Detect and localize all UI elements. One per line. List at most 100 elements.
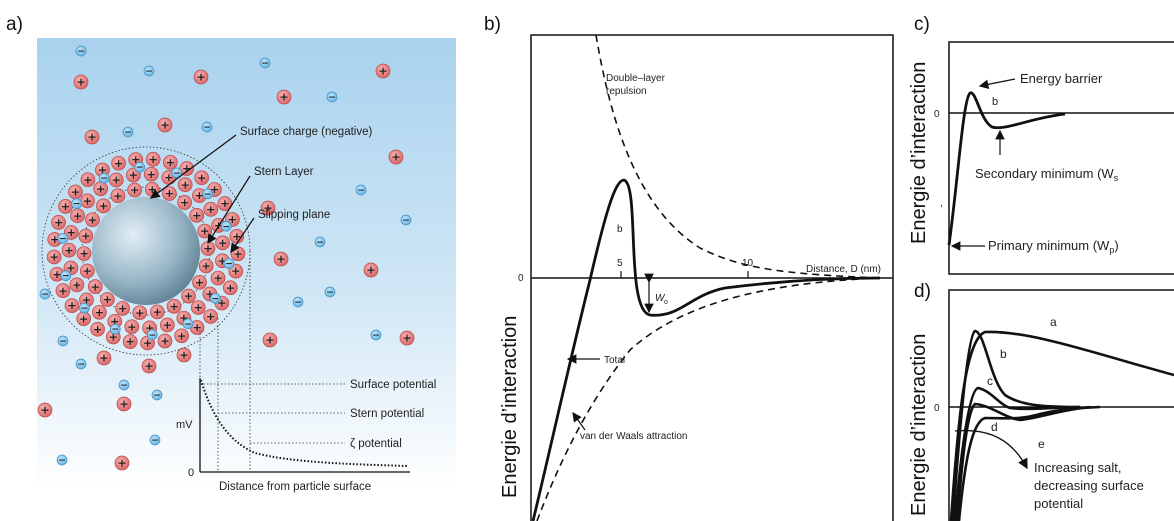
- slipping-plane-circle: [41, 146, 251, 356]
- positive-ion: +: [79, 263, 95, 279]
- svg-text:+: +: [197, 171, 206, 184]
- particle-sphere: [92, 197, 200, 305]
- positive-ion: +: [203, 202, 219, 217]
- svg-text:−: −: [151, 436, 159, 446]
- svg-text:−: −: [77, 47, 85, 57]
- negative-ion: −: [314, 236, 326, 248]
- positive-ion: +: [192, 274, 207, 290]
- svg-text:+: +: [192, 209, 201, 222]
- svg-text:+: +: [192, 321, 201, 334]
- svg-text:+: +: [67, 226, 76, 239]
- svg-text:−: −: [173, 169, 181, 179]
- positive-ion: +: [61, 242, 77, 258]
- positive-ion: +: [210, 270, 226, 286]
- svg-text:+: +: [95, 306, 104, 319]
- curve-c-label: c: [987, 374, 993, 388]
- potential-x-label: Distance from particle surface: [219, 481, 371, 493]
- svg-text:+: +: [144, 360, 153, 373]
- svg-text:−: −: [112, 325, 120, 335]
- svg-text:+: +: [83, 173, 92, 186]
- svg-text:+: +: [182, 162, 191, 175]
- svg-text:+: +: [88, 213, 97, 226]
- svg-text:−: −: [120, 381, 128, 391]
- svg-text:+: +: [232, 230, 241, 243]
- slipping-plane-arrow: [230, 217, 255, 253]
- positive-ion: +: [157, 333, 173, 349]
- positive-ion: +: [174, 328, 190, 344]
- double-layer-curve: [595, 34, 881, 279]
- positive-ion: +: [260, 200, 276, 216]
- energy-barrier-label: Energy barrier: [1020, 71, 1103, 86]
- potential-curve: [200, 379, 409, 467]
- panel-c: c) Energie d’interaction 0 , Energy barr…: [908, 14, 1174, 275]
- svg-text:+: +: [71, 186, 80, 199]
- svg-text:+: +: [205, 288, 214, 301]
- panel-b-tick-10-label: 10: [742, 258, 754, 269]
- panel-c-y-axis-label: Energie d’interaction: [908, 62, 930, 244]
- positive-ion: +: [157, 117, 173, 133]
- negative-ion: −: [324, 286, 336, 298]
- positive-ion: +: [181, 288, 196, 304]
- positive-ion: +: [100, 292, 115, 307]
- panel-b-y-axis-label: Energie d’interaction: [499, 316, 521, 498]
- svg-text:+: +: [83, 265, 92, 278]
- svg-text:+: +: [91, 280, 100, 293]
- positive-ion: +: [189, 207, 205, 223]
- salt-label-3: potential: [1034, 496, 1083, 511]
- wo-subscript: o: [664, 299, 668, 306]
- positive-ion: +: [217, 196, 233, 211]
- energy-barrier-arrow: [978, 78, 1016, 90]
- svg-text:+: +: [67, 299, 76, 312]
- svg-text:+: +: [119, 398, 128, 411]
- positive-ion: +: [177, 195, 192, 210]
- svg-text:+: +: [180, 196, 189, 209]
- wo-label: W: [655, 293, 666, 304]
- positive-ion: +: [87, 279, 103, 295]
- positive-ion: +: [122, 334, 138, 349]
- panel-b-tick-5-label: 5: [617, 258, 623, 269]
- svg-text:+: +: [402, 332, 411, 345]
- positive-ion: +: [108, 172, 124, 188]
- svg-text:+: +: [200, 225, 209, 238]
- svg-text:+: +: [206, 203, 215, 216]
- double-layer-label-2: repulsion: [606, 86, 647, 97]
- slipping-plane-label: Slipping plane: [258, 209, 330, 221]
- panel-b: b) Energie d’interaction 0 5 10 Distance…: [484, 14, 894, 521]
- panel-c-curve: [947, 91, 1066, 246]
- negative-ion: −: [400, 214, 412, 226]
- curve-e-label: e: [1038, 437, 1045, 451]
- curve-d-label: d: [991, 420, 998, 434]
- panel-c-curve-b-label: b: [992, 96, 998, 108]
- svg-text:−: −: [225, 260, 233, 270]
- positive-ion: +: [388, 149, 404, 165]
- positive-ion: +: [150, 304, 165, 320]
- primary-min-close: ): [1114, 238, 1118, 253]
- salt-label-2: decreasing surface: [1034, 478, 1144, 493]
- positive-ion: +: [375, 63, 391, 79]
- svg-text:−: −: [41, 290, 49, 300]
- svg-text:+: +: [366, 264, 375, 277]
- svg-text:−: −: [357, 186, 365, 196]
- surface-charge-arrow: [150, 134, 237, 199]
- stern-layer-label: Stern Layer: [254, 166, 314, 178]
- double-layer-label-1: Double–layer: [606, 73, 666, 84]
- surface-potential-label: Surface potential: [350, 379, 436, 391]
- positive-ion: +: [163, 154, 178, 170]
- svg-text:+: +: [220, 197, 229, 210]
- panel-c-frame: [948, 41, 1174, 275]
- positive-ion: +: [63, 225, 79, 240]
- positive-ion: +: [115, 301, 130, 316]
- svg-text:−: −: [145, 67, 153, 77]
- svg-text:+: +: [147, 168, 156, 181]
- svg-text:+: +: [52, 268, 61, 281]
- negative-ion: −: [98, 172, 110, 184]
- svg-text:+: +: [40, 404, 49, 417]
- svg-text:+: +: [117, 457, 126, 470]
- svg-text:+: +: [166, 156, 175, 169]
- svg-text:+: +: [103, 293, 112, 306]
- svg-text:+: +: [118, 302, 127, 315]
- svg-text:−: −: [316, 238, 324, 248]
- panel-b-label: b): [484, 14, 501, 35]
- svg-text:+: +: [206, 310, 215, 323]
- svg-text:+: +: [98, 164, 107, 177]
